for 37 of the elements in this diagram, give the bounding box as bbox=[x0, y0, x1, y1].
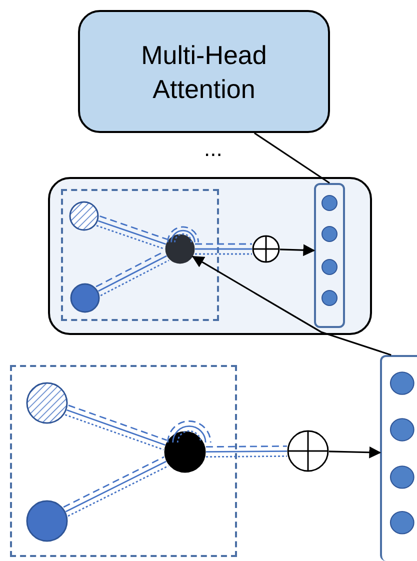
arrow bbox=[192, 256, 392, 356]
connector-line bbox=[66, 409, 166, 446]
arrow bbox=[280, 244, 316, 256]
loop-arc bbox=[176, 430, 202, 443]
loop-arc bbox=[174, 233, 192, 242]
loop-arc bbox=[170, 230, 196, 242]
loop-arc bbox=[167, 226, 199, 242]
plus-circle-symbol bbox=[252, 235, 280, 263]
hatched-circle bbox=[26, 382, 68, 424]
dotted-line bbox=[96, 224, 164, 250]
node-circle bbox=[26, 500, 68, 542]
connector-line bbox=[254, 132, 330, 184]
dashed-line bbox=[68, 404, 168, 441]
loop-arc bbox=[172, 426, 206, 443]
ellipsis-text: ... bbox=[204, 138, 222, 160]
dashed-line bbox=[195, 243, 252, 245]
dashed-region bbox=[61, 189, 219, 321]
connector-line bbox=[206, 450, 287, 453]
connector-line bbox=[98, 220, 166, 245]
node-circle bbox=[70, 283, 100, 313]
center-node-circle bbox=[165, 234, 195, 264]
dashed-region bbox=[10, 365, 237, 557]
loop-arc bbox=[167, 420, 212, 443]
arrow bbox=[328, 446, 382, 458]
center-node-circle bbox=[164, 431, 206, 473]
dotted-line bbox=[195, 253, 252, 255]
layer-panel bbox=[48, 177, 372, 335]
process-box: Multi-Head Attention bbox=[78, 10, 330, 133]
dashed-line bbox=[206, 445, 287, 448]
plus-circle-symbol bbox=[287, 430, 329, 472]
vector-bar bbox=[314, 183, 345, 328]
vector-bar bbox=[380, 355, 417, 561]
connector-line bbox=[195, 248, 252, 250]
dotted-line bbox=[206, 455, 288, 458]
dotted-line bbox=[64, 414, 164, 450]
dashed-line bbox=[100, 215, 168, 240]
hatched-circle bbox=[69, 201, 99, 231]
